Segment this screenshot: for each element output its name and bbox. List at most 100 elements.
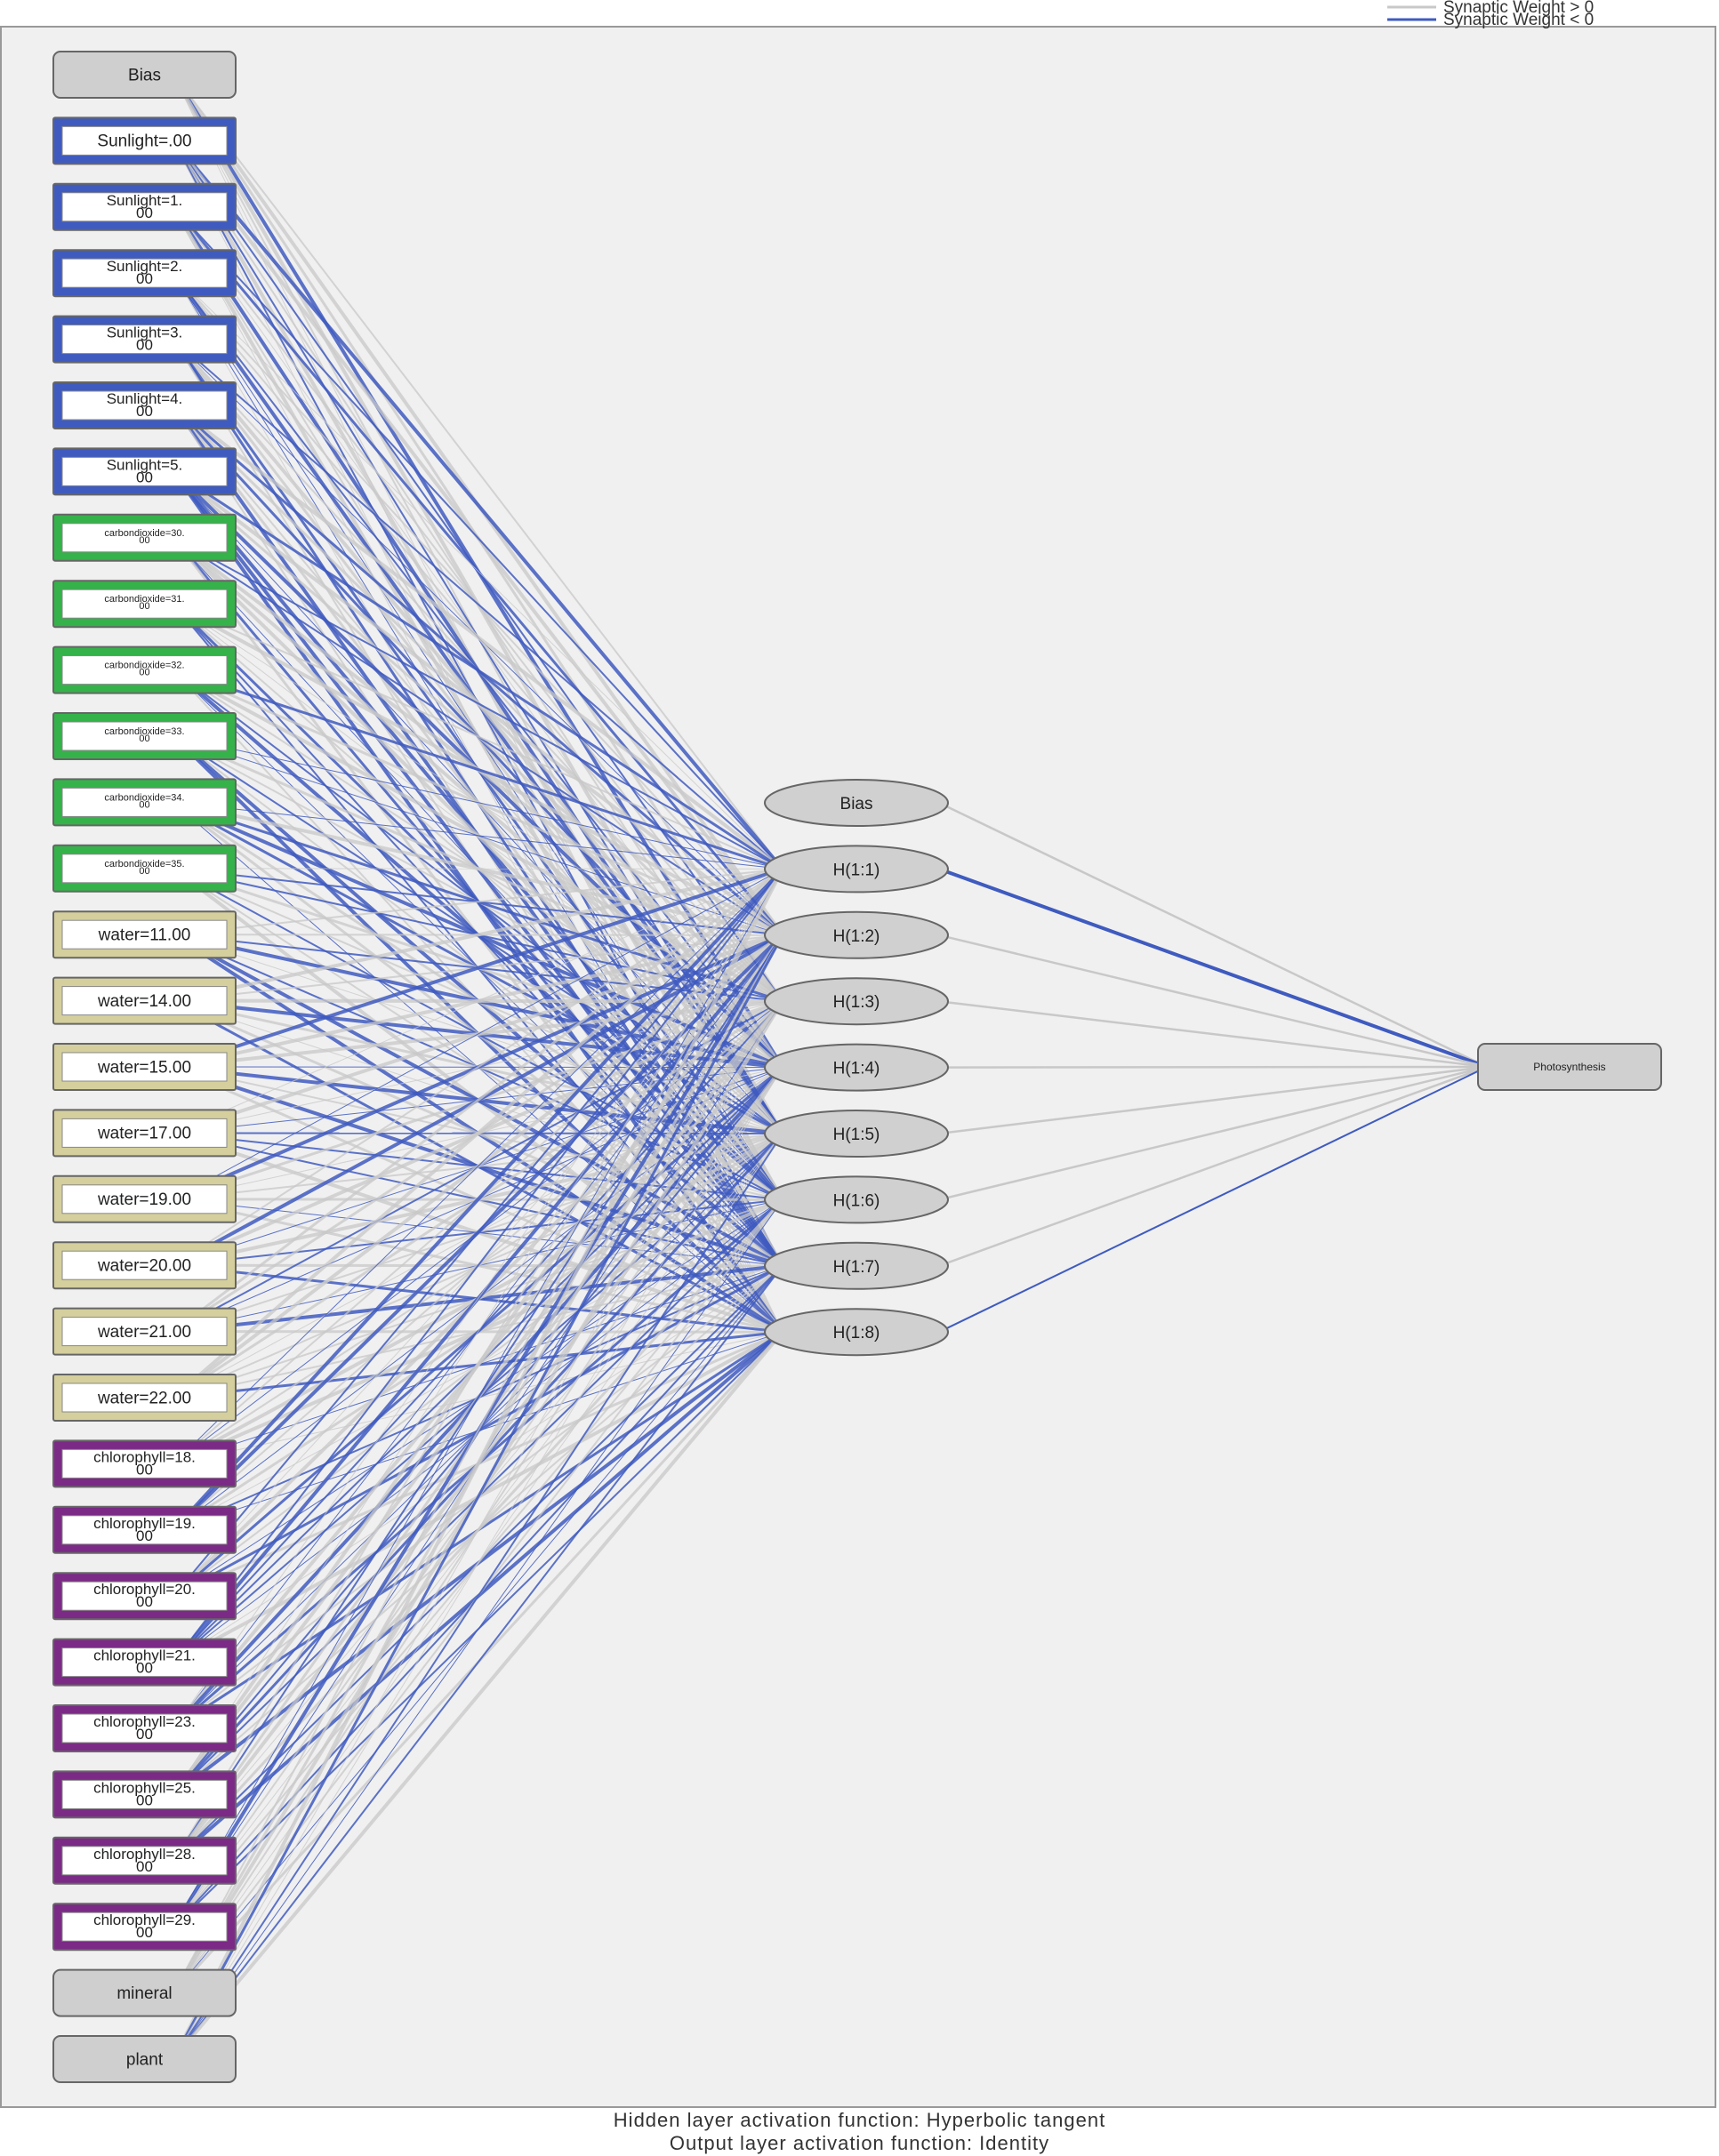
input-hidden-edge [173, 669, 783, 870]
input-node-label: carbondioxide=33.00 [104, 726, 184, 744]
input-node-label-box [61, 1581, 228, 1611]
input-node: chlorophyll=25.00 [52, 1770, 237, 1819]
hidden-layer: BiasH(1:1)H(1:2)H(1:3)H(1:4)H(1:5)H(1:6)… [764, 779, 949, 1357]
input-node-label-box [61, 787, 228, 817]
input-node: chlorophyll=29.00 [52, 1903, 237, 1952]
input-hidden-edge [173, 603, 783, 870]
input-hidden-edge [173, 868, 783, 1862]
input-node-label-box [61, 721, 228, 751]
input-node-label: water=14.00 [97, 992, 191, 1011]
input-hidden-edge [173, 867, 783, 1003]
input-node: carbondioxide=30.00 [52, 513, 237, 562]
input-node-label-box [61, 390, 228, 421]
input-node-label-box [61, 1184, 228, 1214]
input-node: Sunlight=4.00 [52, 381, 237, 429]
input-node-label: water=17.00 [97, 1125, 191, 1143]
output-node-shape [1477, 1043, 1662, 1091]
hidden-node-label: H(1:5) [833, 1126, 880, 1144]
input-node-label: Sunlight=5.00 [107, 456, 183, 485]
input-node-label: carbondioxide=35.00 [104, 859, 184, 877]
input-hidden-edge [173, 868, 783, 936]
input-node: chlorophyll=20.00 [52, 1572, 237, 1621]
input-hidden-edge [173, 1067, 783, 2060]
hidden-output-edge [938, 934, 1488, 1069]
input-hidden-edge [173, 869, 783, 1795]
input-node-label-box [61, 456, 228, 486]
input-node-label-box [61, 1779, 228, 1809]
input-node-label: Sunlight=2.00 [107, 258, 183, 287]
input-hidden-edge [173, 1000, 783, 2060]
hidden-output-connections [938, 801, 1488, 1334]
input-node-label-box [61, 655, 228, 685]
hidden-node-shape [764, 910, 949, 959]
input-node: Sunlight=.00 [52, 116, 237, 165]
input-hidden-edge [173, 868, 783, 1333]
input-hidden-edge [173, 338, 783, 870]
input-hidden-edge [173, 272, 783, 870]
input-node: plant [52, 2035, 237, 2083]
input-hidden-edge [173, 868, 783, 1994]
input-node: water=11.00 [52, 910, 237, 959]
input-node-label: chlorophyll=28.00 [93, 1846, 196, 1875]
input-node-label-box [61, 1846, 228, 1876]
hidden-node-label: H(1:8) [833, 1324, 880, 1342]
legend-negative-label: Synaptic Weight < 0 [1443, 11, 1594, 29]
input-node-shape [52, 2035, 237, 2083]
input-node-label: carbondioxide=32.00 [104, 661, 184, 678]
input-node: chlorophyll=23.00 [52, 1704, 237, 1752]
input-node: chlorophyll=18.00 [52, 1439, 237, 1488]
input-node-label-box [61, 523, 228, 553]
hidden-node-shape [764, 1241, 949, 1290]
hidden-node-label: H(1:4) [833, 1060, 880, 1078]
input-node-label: Sunlight=4.00 [107, 390, 183, 420]
output-node-label: Photosynthesis [1533, 1061, 1605, 1073]
hidden-output-edge [938, 1066, 1488, 1334]
input-node-label: water=21.00 [97, 1323, 191, 1342]
input-node-label-box [61, 1515, 228, 1545]
hidden-node-label: Bias [840, 795, 873, 814]
input-node-label-box [61, 1052, 228, 1082]
input-hidden-edge [173, 735, 783, 870]
input-node-label-box [61, 854, 228, 884]
input-node: carbondioxide=34.00 [52, 778, 237, 827]
input-hidden-edge [173, 868, 783, 1200]
hidden-node: H(1:2) [764, 910, 949, 959]
input-hidden-edge [173, 470, 783, 870]
input-node: water=20.00 [52, 1241, 237, 1290]
input-hidden-edge [172, 404, 784, 870]
legend: Synaptic Weight > 0 Synaptic Weight < 0 [1387, 0, 1594, 29]
input-hidden-edge [173, 868, 783, 1134]
input-hidden-edge [172, 140, 784, 870]
input-hidden-edge [173, 868, 783, 1267]
hidden-node: H(1:4) [764, 1043, 949, 1092]
input-node: carbondioxide=32.00 [52, 645, 237, 694]
input-hidden-edge [173, 206, 783, 870]
hidden-output-edge [938, 1065, 1488, 1267]
output-node: Photosynthesis [1477, 1043, 1662, 1091]
input-node-label: chlorophyll=25.00 [93, 1779, 196, 1808]
input-hidden-connections [172, 73, 784, 2061]
input-node-label-box [61, 325, 228, 355]
hidden-node: H(1:1) [764, 845, 949, 894]
hidden-node-shape [764, 1110, 949, 1158]
input-node: Sunlight=5.00 [52, 447, 237, 496]
input-node-label-box [61, 1912, 228, 1942]
input-node-label: chlorophyll=21.00 [93, 1647, 196, 1677]
input-node-shape [52, 1968, 237, 2017]
input-node-label: Sunlight=.00 [97, 132, 191, 151]
input-node: chlorophyll=21.00 [52, 1638, 237, 1687]
input-node-label: carbondioxide=30.00 [104, 528, 184, 546]
hidden-node-shape [764, 779, 949, 827]
input-node-label: Bias [128, 66, 161, 84]
input-node-label-box [61, 1250, 228, 1280]
input-node-label-box [61, 1647, 228, 1678]
input-hidden-edge [173, 536, 783, 870]
hidden-output-edge [938, 867, 1488, 1069]
input-node: Sunlight=2.00 [52, 249, 237, 298]
input-node-label: Sunlight=1.00 [107, 192, 183, 221]
input-node-label: carbondioxide=34.00 [104, 792, 184, 810]
input-node: chlorophyll=19.00 [52, 1505, 237, 1554]
input-node-label: chlorophyll=19.00 [93, 1515, 196, 1544]
input-node: chlorophyll=28.00 [52, 1836, 237, 1885]
input-node-label-box [61, 192, 228, 222]
